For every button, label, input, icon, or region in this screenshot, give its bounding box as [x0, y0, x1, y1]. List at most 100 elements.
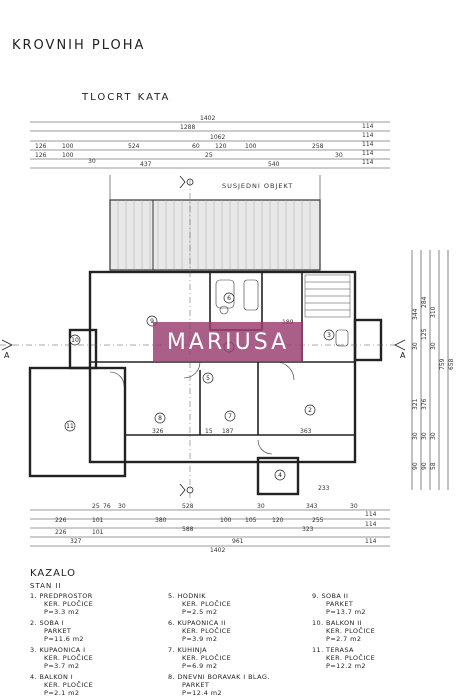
dim-right-11: 759: [439, 358, 446, 370]
dim-right-7: 376: [421, 398, 428, 410]
floor-plan-title: TLOCRT KATA: [82, 92, 171, 103]
dim-right-3: 125: [421, 328, 428, 340]
dim-top-1b: 114: [362, 123, 374, 130]
dim-bot-1e: 30: [257, 503, 265, 510]
legend-item: 6. KUPAONICA II KER. PLOČICE P=3.9 m2: [168, 619, 232, 643]
legend-item: 11. TERASA KER. PLOČICE P=12.2 m2: [312, 646, 376, 670]
room-number-3: 3: [327, 332, 331, 339]
section-marker-right: A: [400, 351, 406, 360]
room-number-2: 2: [308, 407, 312, 414]
legend-item: 7. KUHINJA KER. PLOČICE P=6.9 m2: [168, 646, 232, 670]
dim-right-14: 90: [421, 462, 428, 470]
room-number-8: 8: [158, 415, 162, 422]
dim-bot-1a: 25: [92, 503, 100, 510]
legend-item: 5. HODNIK KER. PLOČICE P=2.5 m2: [168, 592, 232, 616]
dim-balcony: 233: [318, 485, 330, 492]
dim-bot-2h: 114: [365, 511, 377, 518]
dim-right-0: 344: [412, 308, 419, 320]
dim-right-13: 90: [412, 462, 419, 470]
dim-top-2: 1288: [180, 124, 195, 131]
legend-column-2: 5. HODNIK KER. PLOČICE P=2.5 m2 6. KUPAO…: [168, 592, 270, 700]
dim-bot-2f: 120: [272, 517, 284, 524]
dim-bot-4c: 114: [365, 538, 377, 545]
legend-item: 2. SOBA I PARKET P=11.6 m2: [30, 619, 84, 643]
dim-right-9: 30: [421, 432, 428, 440]
room-number-4: 4: [278, 472, 282, 479]
legend-column-1: 1. PREDPROSTOR KER. PLOČICE P=3.3 m2 2. …: [30, 592, 93, 700]
dim-bot-1f: 343: [306, 503, 318, 510]
dim-top-3b: 114: [362, 141, 374, 148]
dim-right-1: 284: [421, 296, 428, 308]
dim-top-5c: 437: [140, 161, 152, 168]
dim-room-15: 15: [205, 428, 213, 435]
dim-top-4f: 100: [245, 143, 257, 150]
legend-column-3: 9. SOBA II PARKET P=13.7 m2 10. BALKON I…: [312, 592, 375, 673]
dim-top-1: 1402: [200, 115, 215, 122]
dim-top-4c: 524: [128, 143, 140, 150]
dim-bot-1c: 30: [118, 503, 126, 510]
dim-top-6: 30: [88, 158, 96, 165]
dim-bot-2b: 101: [92, 517, 104, 524]
dim-bot-2g: 255: [312, 517, 324, 524]
legend-item: 10. BALKON II KER. PLOČICE P=2.7 m2: [312, 619, 376, 643]
dim-bot-4a: 327: [70, 538, 82, 545]
legend-item: 3. KUPAONICA I KER. PLOČICE P=3.7 m2: [30, 646, 94, 670]
dim-top-4h: 114: [362, 150, 374, 157]
legend-item: 1. PREDPROSTOR KER. PLOČICE P=3.3 m2: [30, 592, 94, 616]
dim-room-8: 326: [152, 428, 164, 435]
dim-top-5f: 30: [335, 152, 343, 159]
neighbor-label: SUSJEDNI OBJEKT: [222, 182, 293, 190]
dim-bot-2c: 380: [155, 517, 167, 524]
dim-bot-2e: 105: [245, 517, 257, 524]
dim-right-2: 30: [412, 342, 419, 350]
dim-top-5a: 126: [35, 152, 47, 159]
dim-right-5: 310: [430, 306, 437, 318]
dim-bot-3d: 323: [302, 526, 314, 533]
dim-top-3: 1062: [210, 134, 225, 141]
room-number-6: 6: [227, 295, 231, 302]
dim-room-2: 363: [300, 428, 312, 435]
dim-bot-3e: 114: [365, 521, 377, 528]
dim-top-5e: 540: [268, 161, 280, 168]
watermark-logo: MARIUSA: [153, 322, 303, 362]
dim-top-5b: 100: [62, 152, 74, 159]
legend-item: 8. DNEVNI BORAVAK I BLAG. PARKET P=12.4 …: [168, 673, 270, 697]
dim-top-5g: 114: [362, 159, 374, 166]
dim-bot-5: 1402: [210, 547, 225, 554]
room-number-10: 10: [71, 337, 79, 344]
section-marker-left: A: [4, 351, 10, 360]
dim-bot-3c: 588: [182, 526, 194, 533]
dim-bot-2a: 226: [55, 517, 67, 524]
dim-bot-2d: 100: [220, 517, 232, 524]
dim-top-4g: 258: [312, 143, 324, 150]
dim-top-4b: 100: [62, 143, 74, 150]
dim-right-8: 30: [412, 432, 419, 440]
legend-unit: STAN II: [30, 582, 62, 590]
room-number-5: 5: [206, 375, 210, 382]
dim-bot-1b: 76: [103, 503, 111, 510]
dim-top-2b: 114: [362, 132, 374, 139]
roof-plan-title: KROVNIH PLOHA: [12, 38, 146, 53]
legend-item: 9. SOBA II PARKET P=13.7 m2: [312, 592, 366, 616]
dim-bot-1d: 528: [182, 503, 194, 510]
room-number-7: 7: [228, 413, 232, 420]
dim-right-4: 30: [430, 342, 437, 350]
dim-bot-3a: 226: [55, 529, 67, 536]
dim-right-6: 321: [412, 398, 419, 410]
dim-bot-3b: 101: [92, 529, 104, 536]
dim-top-4e: 120: [215, 143, 227, 150]
dim-bot-4b: 961: [232, 538, 244, 545]
room-number-11: 11: [66, 423, 74, 430]
dim-top-5d: 25: [205, 152, 213, 159]
legend-item: 4. BALKON I KER. PLOČICE P=2.1 m2: [30, 673, 94, 697]
dim-right-15: 58: [430, 462, 437, 470]
room-number-9: 9: [150, 318, 154, 325]
dim-top-4a: 126: [35, 143, 47, 150]
dim-right-10: 658: [448, 358, 455, 370]
dim-right-12: 30: [430, 432, 437, 440]
dim-bot-1g: 30: [350, 503, 358, 510]
dim-room-7: 187: [222, 428, 234, 435]
legend-title: KAZALO: [30, 568, 76, 579]
dim-top-4d: 60: [192, 143, 200, 150]
